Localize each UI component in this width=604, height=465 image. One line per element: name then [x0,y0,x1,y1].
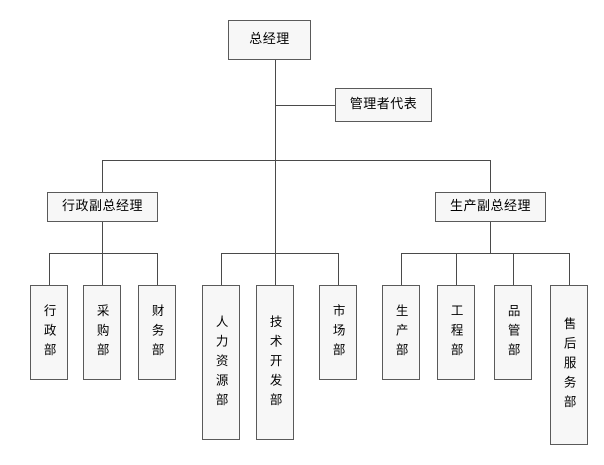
node-label: 管理者代表 [349,97,418,113]
connector-level1-bus [102,160,491,161]
connector-middle-group-bus [221,253,339,254]
connector-drop-finance [157,253,158,285]
connector-drop-production [401,253,402,285]
node-production-deputy-gm[interactable]: 生产副总经理 [435,192,546,222]
connector-drop-engineering [456,253,457,285]
node-label: 品管部 [505,304,521,363]
connector-admin-vp-stem [102,222,103,253]
node-marketing-department[interactable]: 市场部 [319,285,357,380]
node-label: 总经理 [249,32,290,48]
node-label: 行政部 [41,304,57,363]
node-label: 采购部 [94,304,110,363]
node-label: 生产副总经理 [449,199,531,215]
node-technology-development-department[interactable]: 技术开发部 [256,285,294,440]
node-administrative-deputy-gm[interactable]: 行政副总经理 [47,192,158,222]
connector-drop-hr [221,253,222,285]
connector-gm-spine [275,60,276,253]
node-engineering-department[interactable]: 工程部 [437,285,475,380]
node-management-representative[interactable]: 管理者代表 [335,88,432,122]
connector-drop-quality [513,253,514,285]
connector-gm-to-mgmt-rep [275,105,335,106]
node-label: 生产部 [393,304,409,363]
node-human-resources-department[interactable]: 人力资源部 [202,285,240,440]
connector-prod-vp-stem [490,222,491,253]
connector-drop-admin-dept [49,253,50,285]
connector-drop-admin-vp [102,160,103,192]
connector-drop-purchase [102,253,103,285]
connector-prod-group-bus [401,253,569,254]
node-label: 财务部 [149,304,165,363]
connector-drop-rnd [275,253,276,285]
connector-drop-marketing [338,253,339,285]
node-finance-department[interactable]: 财务部 [138,285,176,380]
node-label: 技术开发部 [267,314,283,413]
node-label: 行政副总经理 [61,199,143,215]
connector-drop-prod-vp [490,160,491,192]
node-quality-control-department[interactable]: 品管部 [494,285,532,380]
node-production-department[interactable]: 生产部 [382,285,420,380]
node-purchasing-department[interactable]: 采购部 [83,285,121,380]
node-label: 售后服务部 [561,317,577,415]
node-after-sales-service-department[interactable]: 售后服务部 [550,285,588,445]
node-label: 工程部 [448,304,464,363]
node-label: 市场部 [330,304,346,363]
node-general-manager[interactable]: 总经理 [228,20,311,60]
node-label: 人力资源部 [213,314,229,413]
connector-drop-aftersales [569,253,570,285]
connector-admin-group-bus [49,253,157,254]
node-administration-department[interactable]: 行政部 [30,285,68,380]
